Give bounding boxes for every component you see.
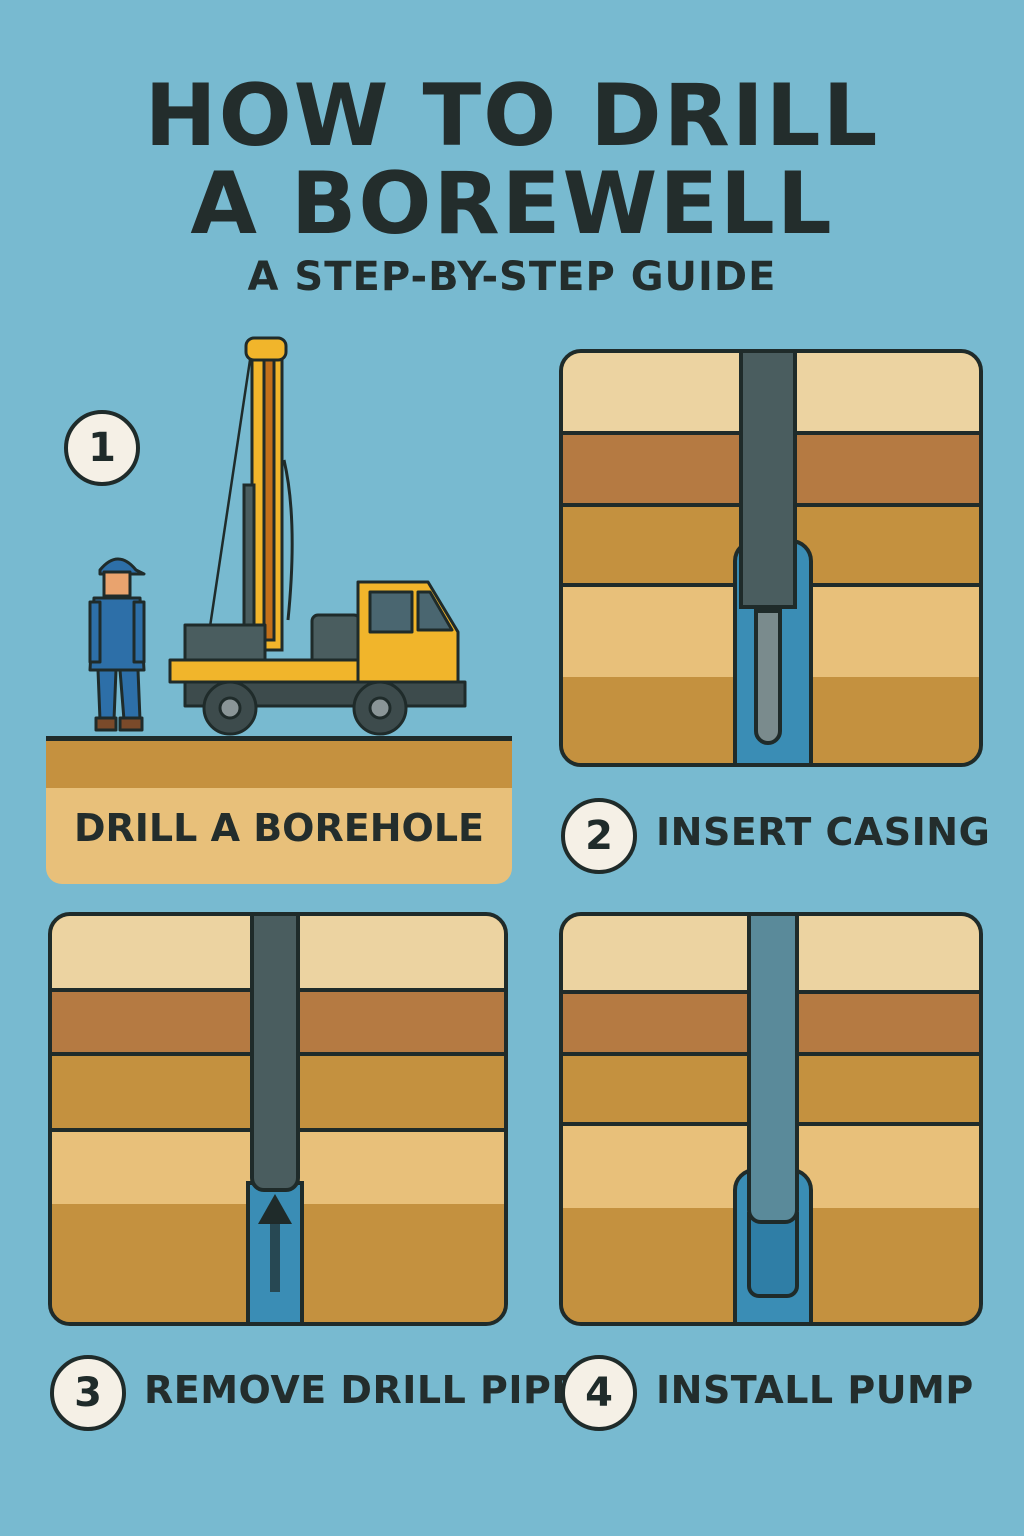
step-3-panel [48, 912, 508, 1326]
up-arrow-icon [258, 1194, 292, 1292]
step-3-badge: 3 [50, 1355, 126, 1431]
step-4-badge: 4 [561, 1355, 637, 1431]
step-1-ground: DRILL A BOREHOLE [46, 736, 512, 884]
step-2-panel [559, 349, 983, 767]
subtitle: A STEP-BY-STEP GUIDE [247, 254, 777, 300]
truck-icon [168, 580, 467, 736]
ground-line [46, 736, 512, 741]
step-2-badge: 2 [561, 798, 637, 874]
drill-bit-icon [754, 609, 782, 745]
step-4-label: INSTALL PUMP [656, 1368, 974, 1412]
topsoil-layer [46, 740, 512, 788]
drill-pipe-icon [739, 353, 797, 609]
pump-pipe-icon [747, 916, 799, 1224]
worker-icon [88, 557, 146, 732]
step-1-label: DRILL A BOREHOLE [73, 806, 484, 850]
title-line-1: HOW TO DRILL [144, 66, 880, 166]
drilling-rig-illustration [88, 336, 467, 736]
drill-pipe-icon [250, 916, 300, 1192]
step-4-panel [559, 912, 983, 1326]
title-line-2: A BOREWELL [190, 154, 834, 254]
step-2-label: INSERT CASING [656, 810, 991, 854]
step-3-label: REMOVE DRILL PIPE [144, 1368, 578, 1412]
pump-icon [747, 1212, 799, 1298]
step-1-badge: 1 [64, 410, 140, 486]
drill-mast-icon [203, 336, 294, 661]
